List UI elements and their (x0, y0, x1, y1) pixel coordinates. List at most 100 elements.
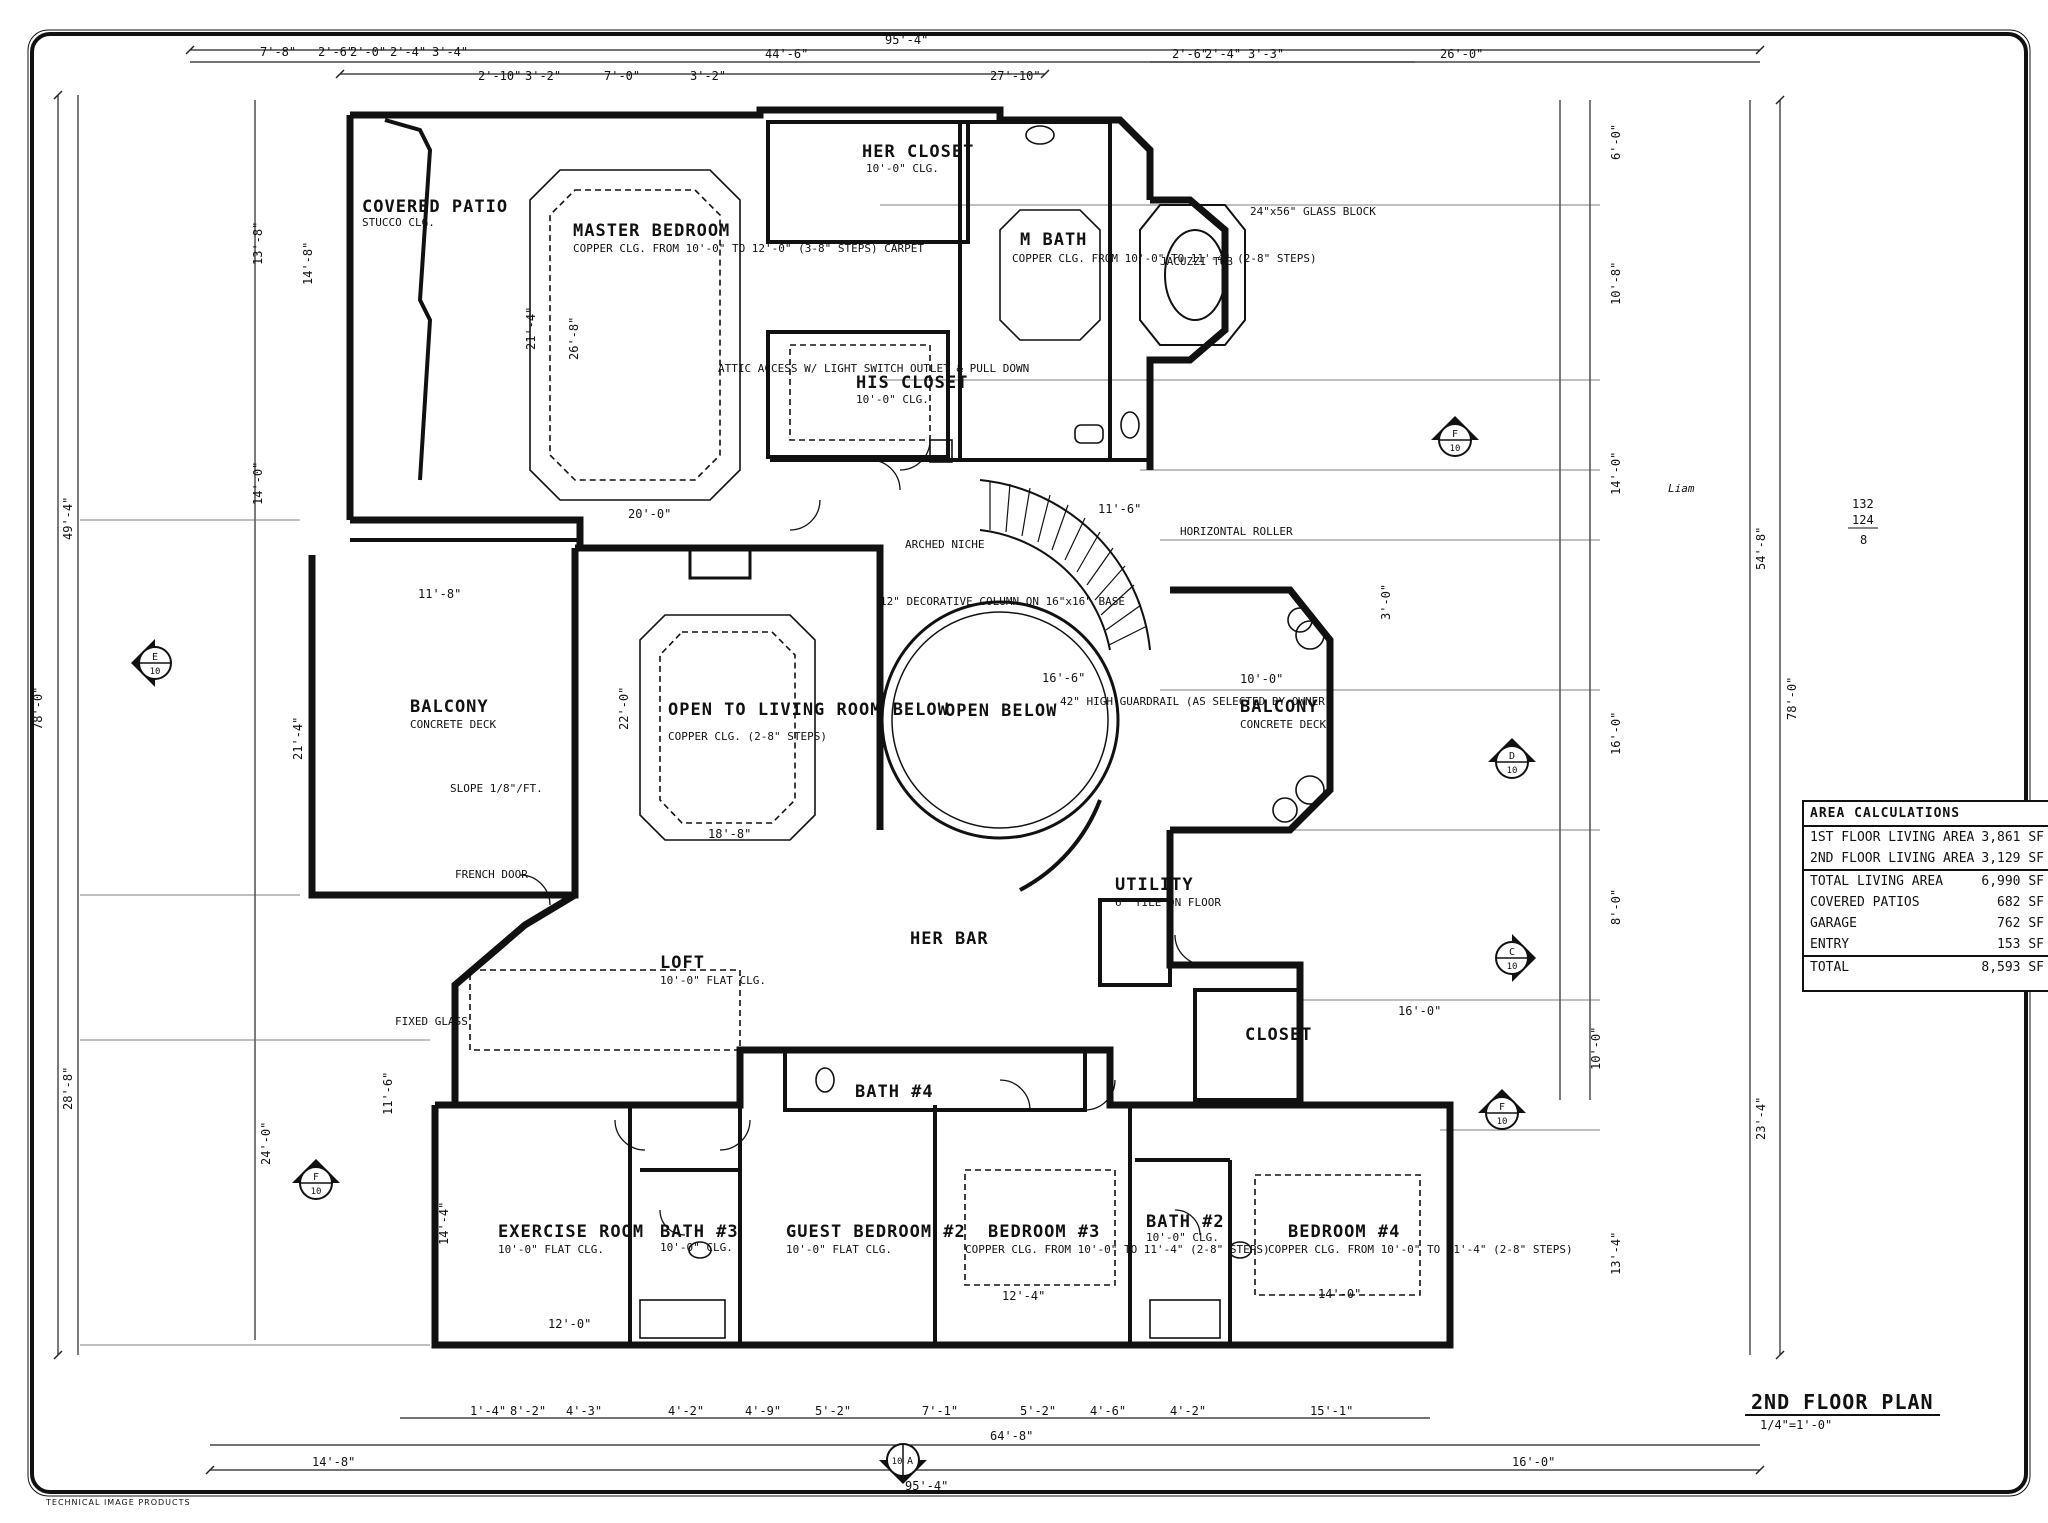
svg-text:16'-0": 16'-0" (1398, 1004, 1441, 1018)
jacuzzi-tub-fixture (1139, 204, 1246, 346)
svg-text:8: 8 (1860, 533, 1867, 547)
drawing-annotations: 42" HIGH GUARDRAIL (AS SELECTED BY OWNER… (395, 205, 1376, 1028)
svg-text:10: 10 (1450, 444, 1461, 454)
room-label: COVERED PATIO (362, 197, 508, 217)
room-note: COPPER CLG. FROM 10'-0" TO 11'-4" (2-8" … (965, 1243, 1270, 1256)
svg-text:124: 124 (1852, 513, 1874, 527)
room-note: CONCRETE DECK (410, 718, 496, 731)
svg-text:21'-4": 21'-4" (524, 307, 538, 350)
svg-text:HORIZONTAL ROLLER: HORIZONTAL ROLLER (1180, 525, 1293, 538)
svg-text:1'-4": 1'-4" (470, 1404, 506, 1418)
section-marker: F 10 (1431, 416, 1479, 457)
svg-text:10: 10 (1497, 1117, 1508, 1127)
section-marker: C 10 (1495, 934, 1536, 982)
door-swings (519, 439, 1206, 1236)
svg-text:16'-0": 16'-0" (1512, 1455, 1555, 1469)
svg-text:FIXED GLASS: FIXED GLASS (395, 1015, 468, 1028)
plan-title: 2ND FLOOR PLAN (1745, 1390, 1940, 1416)
svg-text:13'-4": 13'-4" (1609, 1232, 1623, 1275)
area-table-title: AREA CALCULATIONS (1804, 802, 2048, 827)
svg-text:28'-8": 28'-8" (61, 1067, 75, 1110)
room-label: GUEST BEDROOM #2 (786, 1222, 966, 1242)
room-labels: MASTER BEDROOM COPPER CLG. FROM 10'-0" T… (362, 142, 1573, 1256)
area-total-label: TOTAL (1810, 960, 1850, 975)
svg-text:23'-4": 23'-4" (1754, 1097, 1768, 1140)
area-row-value: 3,129 SF (1981, 851, 2044, 866)
area-row-value: 153 SF (1997, 937, 2044, 952)
section-marker: F 10 (292, 1159, 340, 1200)
svg-text:10'-8": 10'-8" (1609, 262, 1623, 305)
svg-text:11'-6": 11'-6" (1098, 502, 1141, 516)
svg-text:10'-0": 10'-0" (1240, 672, 1283, 686)
room-label: LOFT (660, 953, 705, 973)
room-note: 10'-0" FLAT CLG. (498, 1243, 604, 1256)
area-row: ENTRY 153 SF (1804, 934, 2048, 955)
svg-text:10: 10 (1507, 962, 1518, 972)
svg-text:12'-4": 12'-4" (1002, 1289, 1045, 1303)
room-note: 6" TILE ON FLOOR (1115, 896, 1221, 909)
svg-text:14'-0": 14'-0" (1318, 1287, 1361, 1301)
area-row-label: TOTAL LIVING AREA (1810, 874, 1944, 889)
plumbing-fixtures (639, 125, 1325, 1339)
svg-text:FRENCH DOOR: FRENCH DOOR (455, 868, 528, 881)
room-note: 10'-0" CLG. (856, 393, 929, 406)
area-row-value: 3,861 SF (1981, 830, 2044, 845)
svg-text:14'-4": 14'-4" (437, 1202, 451, 1245)
ceiling-outlines (469, 169, 1421, 1296)
svg-text:27'-10": 27'-10" (990, 69, 1041, 83)
room-label: OPEN BELOW (945, 701, 1057, 721)
room-label: BATH #2 (1146, 1212, 1225, 1232)
svg-text:4'-3": 4'-3" (566, 1404, 602, 1418)
svg-text:22'-0": 22'-0" (617, 687, 631, 730)
dimension-labels: 95'-4" 44'-6" 26'-0" 27'-10" 95'-4" 64'-… (31, 33, 1799, 1493)
area-row: GARAGE 762 SF (1804, 913, 2048, 934)
svg-text:18'-8": 18'-8" (708, 827, 751, 841)
svg-text:D: D (1509, 751, 1515, 762)
area-row-label: COVERED PATIOS (1810, 895, 1920, 910)
room-label: BALCONY (410, 697, 489, 717)
svg-text:78'-0": 78'-0" (1785, 677, 1799, 720)
svg-text:14'-0": 14'-0" (1609, 452, 1623, 495)
svg-text:11'-8": 11'-8" (418, 587, 461, 601)
section-markers: F 10 E 10 D 10 C 10 F 10 (131, 416, 1536, 1484)
area-row: 1ST FLOOR LIVING AREA 3,861 SF (1804, 827, 2048, 848)
room-note: 10'-0" FLAT CLG. (660, 974, 766, 987)
room-note: COPPER CLG. (2-8" STEPS) (668, 730, 827, 743)
room-label: BATH #3 (660, 1222, 739, 1242)
svg-text:2'-6": 2'-6" (1172, 47, 1208, 61)
room-label: BEDROOM #3 (988, 1222, 1100, 1242)
area-row-label: 2ND FLOOR LIVING AREA (1810, 851, 1975, 866)
room-note: COPPER CLG. FROM 10'-0" TO 11'-4" (2-8" … (1268, 1243, 1573, 1256)
svg-text:10: 10 (1507, 766, 1518, 776)
section-marker: E 10 (131, 639, 172, 687)
svg-text:6'-0": 6'-0" (1609, 124, 1623, 160)
svg-text:5'-2": 5'-2" (815, 1404, 851, 1418)
interior-walls (350, 118, 1302, 1345)
area-row-value: 6,990 SF (1981, 874, 2044, 889)
svg-text:4'-2": 4'-2" (668, 1404, 704, 1418)
area-total-value: 8,593 SF (1981, 960, 2044, 975)
svg-text:C: C (1509, 947, 1515, 958)
svg-text:10: 10 (150, 667, 161, 677)
open-below-rotunda (880, 600, 1120, 892)
room-label: HIS CLOSET (856, 373, 968, 393)
svg-text:2'-4": 2'-4" (390, 45, 426, 59)
svg-text:3'-0": 3'-0" (1379, 584, 1393, 620)
svg-text:4'-9": 4'-9" (745, 1404, 781, 1418)
room-label: BATH #4 (855, 1082, 934, 1102)
svg-text:A: A (907, 1456, 913, 1467)
area-row-label: GARAGE (1810, 916, 1857, 931)
area-row: COVERED PATIOS 682 SF (1804, 892, 2048, 913)
svg-text:3'-4": 3'-4" (432, 45, 468, 59)
area-row-value: 762 SF (1997, 916, 2044, 931)
svg-text:16'-0": 16'-0" (1609, 712, 1623, 755)
room-note: STUCCO CLG. (362, 216, 435, 229)
room-label: HER BAR (910, 929, 989, 949)
svg-text:24'-0": 24'-0" (259, 1122, 273, 1165)
area-row-value: 682 SF (1997, 895, 2044, 910)
room-label: CLOSET (1245, 1025, 1312, 1045)
svg-text:14'-8": 14'-8" (301, 242, 315, 285)
svg-text:12" DECORATIVE COLUMN ON 16"x1: 12" DECORATIVE COLUMN ON 16"x16" BASE (880, 595, 1125, 608)
area-calculations-table: AREA CALCULATIONS 1ST FLOOR LIVING AREA … (1802, 800, 2048, 992)
